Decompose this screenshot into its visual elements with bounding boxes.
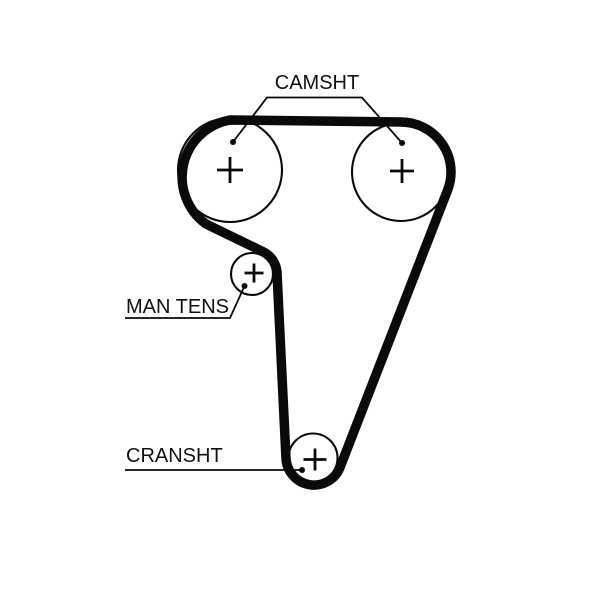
camshaft-leader-dot-right — [399, 140, 405, 146]
center-cross-icon — [217, 157, 243, 183]
label-manual-tensioner: MAN TENS — [126, 296, 229, 318]
tensioner-leader-dot — [241, 283, 248, 289]
label-camshaft: CAMSHT — [275, 72, 359, 94]
timing-belt — [177, 115, 456, 490]
label-crankshaft: CRANSHT — [126, 445, 223, 467]
center-cross-icon — [244, 263, 264, 283]
camshaft-leader-dot-left — [230, 139, 236, 145]
camshaft-leader-line — [232, 96, 403, 144]
center-cross-icon — [390, 159, 414, 183]
crankshaft-leader-dot — [299, 467, 305, 473]
center-cross-icon — [303, 448, 327, 471]
tensioner-leader-line — [125, 285, 246, 319]
